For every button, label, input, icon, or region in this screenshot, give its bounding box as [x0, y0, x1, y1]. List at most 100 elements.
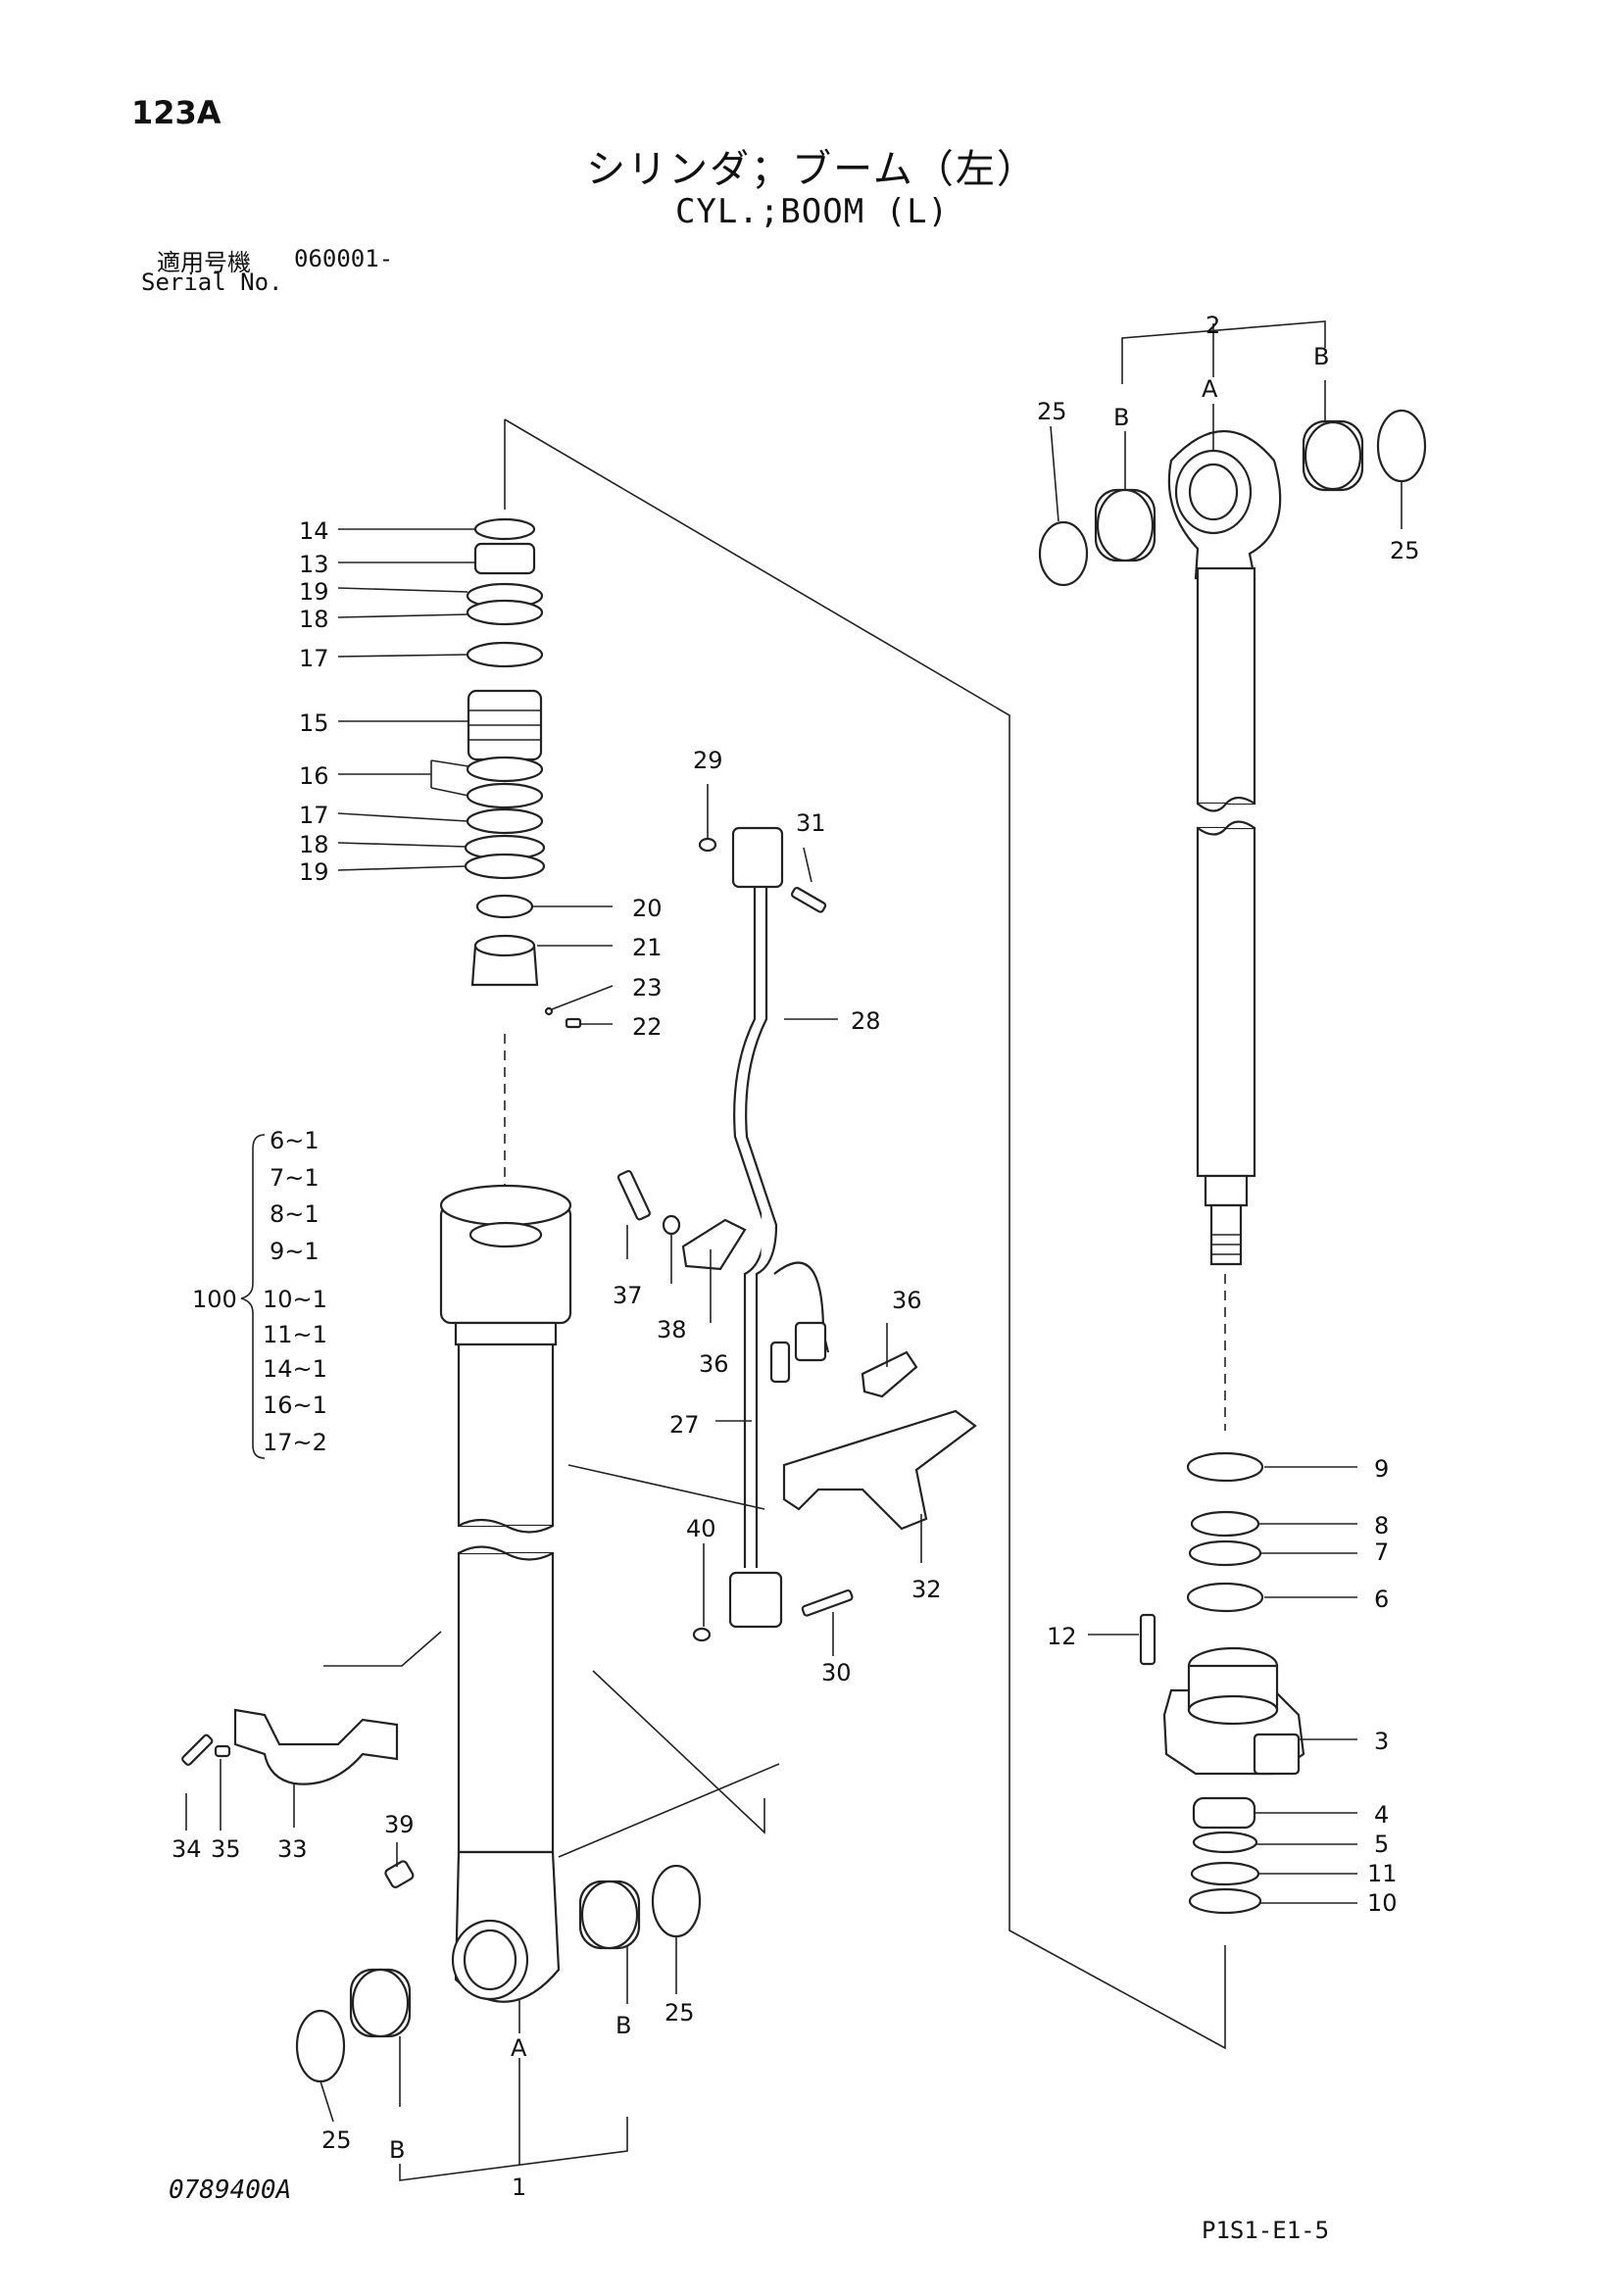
callout-29: 29: [693, 747, 723, 774]
part-34-bolt: [181, 1734, 214, 1766]
page-number: 123A: [131, 94, 221, 131]
callout-7: 7: [1374, 1539, 1389, 1566]
callout-34: 34: [172, 1835, 202, 1863]
callout-25-top-right: 25: [1390, 537, 1420, 564]
clamp-right: [794, 1321, 827, 1362]
leader-lines: [185, 320, 1403, 2181]
piston-seal-stack: [464, 517, 582, 1029]
callout-18-top: 18: [299, 606, 329, 633]
part-23-ball: [544, 1006, 554, 1016]
callout-17-top: 17: [299, 645, 329, 672]
callout-25-bottom-right: 25: [664, 1999, 695, 2027]
callout-B-bottom-right: B: [615, 2012, 631, 2039]
callout-1: 1: [512, 2174, 526, 2201]
exploded-view-frame: [323, 418, 1226, 2050]
callout-33: 33: [277, 1835, 308, 1863]
callout-17-bottom: 17: [299, 802, 329, 829]
callout-23: 23: [632, 974, 663, 1001]
callout-28: 28: [851, 1007, 881, 1035]
bottom-pin-bushings: [295, 1864, 702, 2083]
hose-assembly: [616, 826, 977, 1642]
part-35-washer: [214, 1744, 231, 1758]
callout-30: 30: [821, 1659, 852, 1686]
part-19-ring-2: [464, 853, 546, 880]
callout-labels: 14 13 19 18 17 15 16 17 18 19 20 21 23 2…: [172, 312, 1420, 2201]
kit-label: 100: [192, 1286, 237, 1313]
part-5-ring: [1192, 1831, 1258, 1854]
callout-38: 38: [657, 1316, 687, 1343]
part-39-fitting: [384, 1860, 415, 1888]
piston-rod-assembly: [1038, 409, 1427, 1266]
part-29-oring: [698, 837, 717, 853]
callout-6: 6: [1374, 1586, 1389, 1613]
callout-13: 13: [299, 551, 329, 578]
part-17-ring-2: [466, 807, 544, 835]
callout-21: 21: [632, 934, 663, 961]
part-25-ring-bl: [295, 2009, 346, 2083]
part-31-bolt: [790, 886, 827, 913]
callout-10: 10: [1367, 1889, 1398, 1917]
part-36-clamp-right: [861, 1350, 918, 1398]
callout-3: 3: [1374, 1728, 1389, 1755]
callout-A-bottom: A: [511, 2034, 527, 2062]
part-25-ring-br: [651, 1864, 702, 1938]
cylinder-tube: [439, 1184, 572, 2003]
kit-brace: [240, 1134, 266, 1459]
part-25-ring-tl: [1038, 520, 1089, 587]
callout-35: 35: [211, 1835, 241, 1863]
serial-number-value: 060001-: [294, 245, 394, 272]
callout-5: 5: [1374, 1831, 1389, 1858]
part-29-flange-top: [731, 826, 784, 889]
callout-20: 20: [632, 895, 663, 922]
callout-2: 2: [1206, 312, 1220, 339]
part-18-ring: [466, 599, 544, 626]
title-english: CYL.;BOOM (L): [674, 192, 950, 231]
part-32-bracket: [782, 1409, 977, 1531]
part-20-ring: [475, 894, 534, 919]
callout-36-left: 36: [699, 1350, 729, 1378]
callout-A-top: A: [1202, 375, 1218, 403]
kit-item: 11~1: [263, 1321, 327, 1348]
kit-item: 17~2: [263, 1429, 327, 1456]
rod-upper: [1196, 566, 1256, 806]
title-japanese: シリンダ；ブーム（左）: [586, 147, 1038, 192]
callout-9: 9: [1374, 1455, 1389, 1483]
callout-B-bottom-left: B: [389, 2136, 405, 2164]
part-10-ring: [1188, 1887, 1262, 1915]
callout-12: 12: [1047, 1623, 1077, 1650]
gland-assembly: [1139, 1451, 1305, 1915]
callout-37: 37: [613, 1282, 643, 1309]
part-36-clamp-left: [681, 1218, 747, 1271]
part-38-washer: [662, 1214, 681, 1236]
callout-36-right: 36: [892, 1287, 922, 1314]
callout-14: 14: [299, 517, 329, 545]
kit-item: 16~1: [263, 1392, 327, 1419]
serial-label-japanese: 適用号機: [157, 249, 251, 276]
callout-B-top-right: B: [1313, 343, 1329, 370]
kit-item: 14~1: [263, 1355, 327, 1383]
part-11-ring: [1190, 1861, 1260, 1886]
kit-item: 6~1: [270, 1127, 320, 1154]
part-16-ring-2: [466, 782, 544, 809]
part-25-ring-tr: [1376, 409, 1427, 483]
callout-B-top-left: B: [1113, 404, 1129, 431]
callout-25-top-left: 25: [1037, 398, 1067, 425]
part-28-pipe: [733, 887, 766, 1568]
callout-40: 40: [686, 1515, 716, 1542]
callout-31: 31: [796, 809, 826, 837]
part-6-ring: [1186, 1582, 1264, 1613]
part-13-bushing: [473, 542, 536, 575]
callout-19-top: 19: [299, 578, 329, 606]
sheet-code: P1S1-E1-5: [1202, 2217, 1330, 2244]
kit-item: 8~1: [270, 1200, 320, 1228]
part-33-bracket: [233, 1708, 399, 1785]
part-22-screw: [565, 1017, 582, 1029]
part-40-oring: [692, 1627, 712, 1642]
part-9-ring: [1186, 1451, 1264, 1483]
callout-18-bottom: 18: [299, 831, 329, 858]
drawing-number: 0789400A: [169, 2175, 292, 2205]
part-30-bolt: [801, 1588, 854, 1617]
serial-label-english: Serial No.: [141, 269, 283, 296]
tube-upper: [457, 1343, 555, 1528]
